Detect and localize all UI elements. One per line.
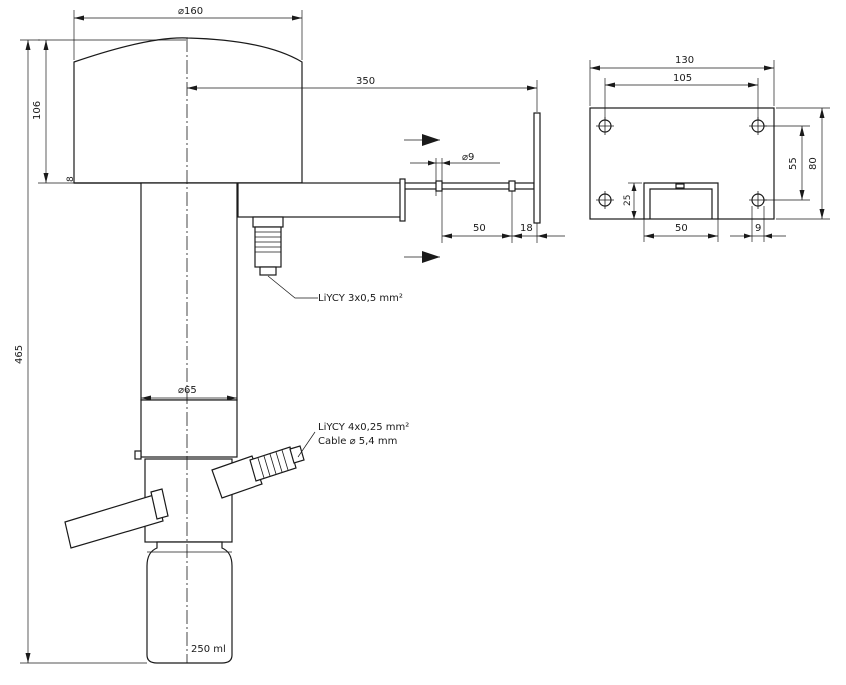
dim-65-text: ⌀65 [178,385,197,396]
cable2-line2-text: Cable ⌀ 5,4 mm [318,436,397,447]
dimension-106: 106 8 [32,39,186,184]
column-collar [140,399,238,458]
cable-label-1: LiYCY 3x0,5 mm² [267,275,403,304]
dim-105-text: 105 [673,73,692,84]
dim-80-text: 80 [808,157,819,170]
dim-9-plate-text: 9 [755,223,761,234]
connector-1 [252,216,284,276]
dim-8-text: 8 [66,176,76,182]
dimension-50-18: 50 18 [441,191,565,243]
dimension-160: ⌀160 [73,6,303,60]
vertical-column [140,182,238,401]
dim-50-plate-text: 50 [675,223,688,234]
dimension-130: 130 [589,55,775,106]
dimension-350: 350 [187,76,538,112]
dimension-465: 465 [14,39,147,664]
plate-channel [643,182,719,219]
dim-9-text: ⌀9 [462,152,474,163]
dim-50-side-text: 50 [473,223,486,234]
sample-bottle [146,541,233,664]
main-unit [64,37,405,664]
dim-130-text: 130 [675,55,694,66]
section-arrows [404,134,440,263]
mounting-plate [589,107,775,220]
dim-465-text: 465 [14,345,25,364]
dim-18-text: 18 [520,223,533,234]
dimension-9-hole: ⌀9 [410,152,500,196]
dimension-50-plate: 50 [643,219,719,242]
cable-label-2: LiYCY 4x0,25 mm² Cable ⌀ 5,4 mm [297,422,409,458]
left-tube [64,488,169,549]
dim-55-text: 55 [788,157,799,170]
cable1-text: LiYCY 3x0,5 mm² [318,293,403,304]
dimension-9-plate: 9 [730,206,786,242]
side-bracket [399,112,541,224]
dimension-105: 105 [604,73,759,120]
dome-housing [73,37,303,184]
dim-25-text: 25 [623,195,633,206]
dim-160-text: ⌀160 [178,6,203,17]
dim-350-text: 350 [356,76,375,87]
cable2-line1-text: LiYCY 4x0,25 mm² [318,422,409,433]
mounting-arm [237,182,405,218]
dimension-80: 80 [776,107,830,220]
dimension-65: ⌀65 [141,385,237,401]
plate-hole-bl [596,191,614,209]
dimension-25: 25 [623,182,642,220]
cable-gland-2 [211,445,305,499]
bottle-volume-label: 250 ml [191,644,226,655]
dim-106-text: 106 [32,101,43,120]
dimension-55: 55 [764,125,810,201]
